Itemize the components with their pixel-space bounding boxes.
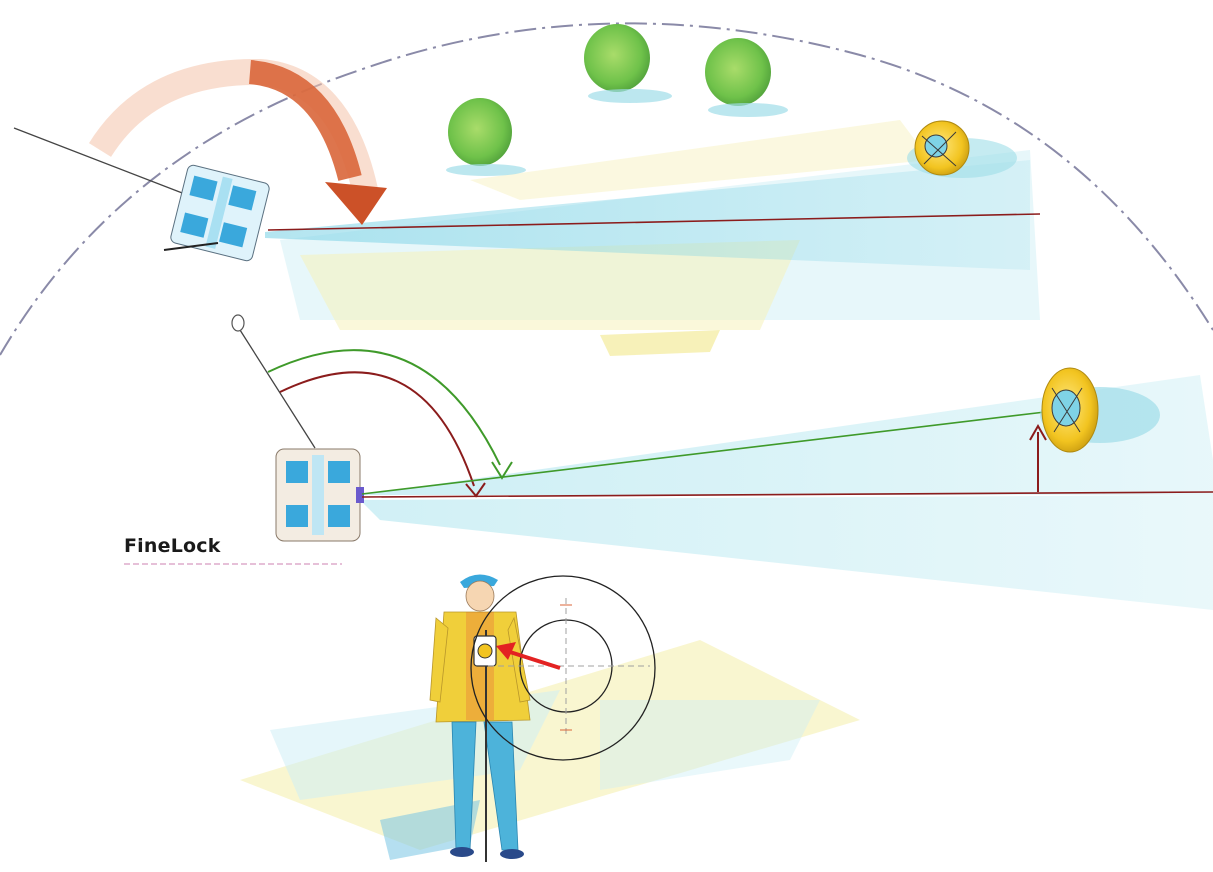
pole-marker bbox=[232, 315, 244, 331]
tree-2 bbox=[584, 24, 672, 103]
total-station-icon bbox=[276, 449, 364, 541]
middle-instrument-pole bbox=[240, 330, 315, 448]
prism-icon bbox=[907, 121, 1017, 178]
green-arc bbox=[268, 350, 500, 465]
tree-1 bbox=[446, 98, 526, 176]
finelock-underline bbox=[124, 563, 342, 565]
lower-ground-shading bbox=[240, 640, 860, 860]
finelock-label: FineLock bbox=[124, 535, 221, 557]
tree-3 bbox=[705, 38, 788, 117]
